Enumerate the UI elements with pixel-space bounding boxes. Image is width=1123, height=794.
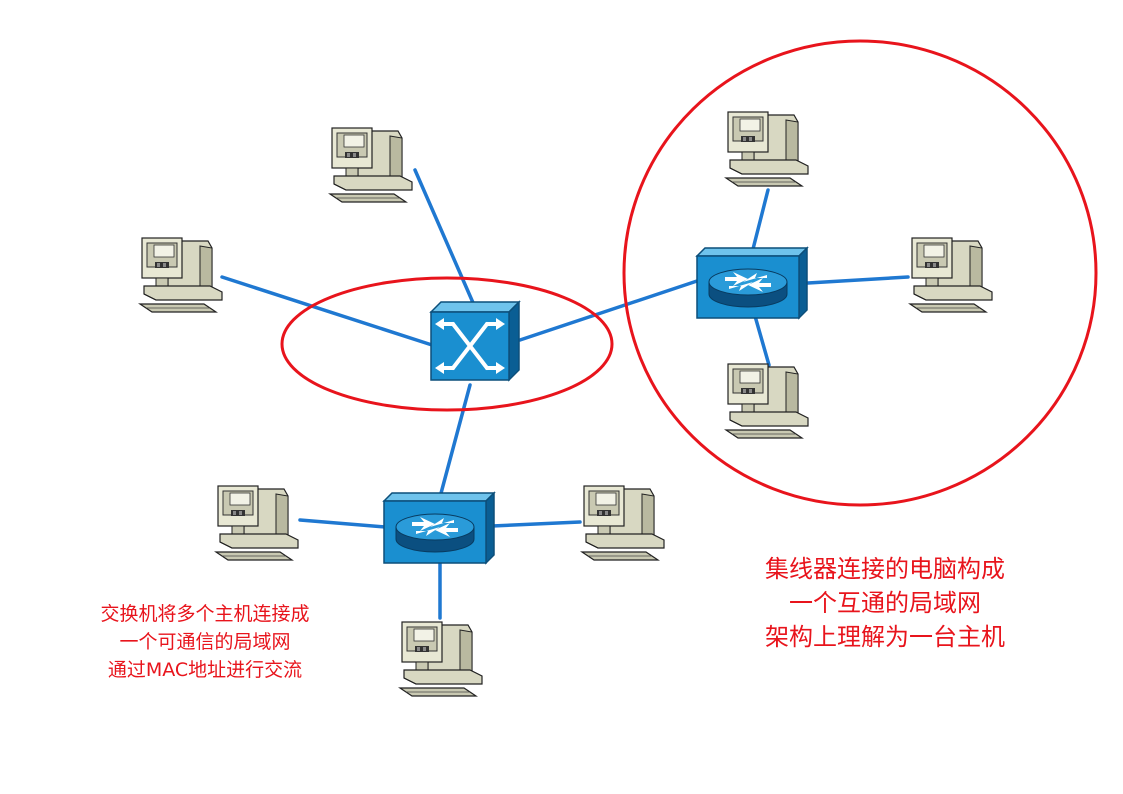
hub-annotation: 集线器连接的电脑构成 一个互通的局域网 架构上理解为一台主机 bbox=[720, 552, 1050, 654]
computer-icon bbox=[581, 485, 665, 561]
link-switch-hub-top bbox=[518, 278, 702, 342]
switch-annotation-line: 交换机将多个主机连接成 bbox=[100, 603, 310, 625]
link-hub-bottom-pc-left bbox=[298, 518, 387, 529]
switch-highlight-ellipse bbox=[280, 276, 614, 412]
hub-annotation-line: 架构上理解为一台主机 bbox=[765, 623, 1005, 651]
switch-annotation: 交换机将多个主机连接成 一个可通信的局域网 通过MAC地址进行交流 bbox=[60, 600, 350, 684]
hub-annotation-line: 集线器连接的电脑构成 bbox=[765, 555, 1005, 583]
link-switch-hub-bottom bbox=[438, 383, 472, 499]
switch-annotation-line: 一个可通信的局域网 bbox=[119, 631, 291, 653]
hub-annotation-line: 一个互通的局域网 bbox=[789, 589, 981, 617]
computer-icon bbox=[725, 363, 809, 439]
hub-icon bbox=[383, 492, 495, 564]
switch-annotation-line: 通过MAC地址进行交流 bbox=[107, 659, 303, 681]
link-switch-pc-left bbox=[220, 275, 434, 347]
links bbox=[220, 168, 910, 620]
hub-lan-highlight-circle bbox=[622, 39, 1098, 507]
computer-icon bbox=[215, 485, 299, 561]
link-switch-pc-top bbox=[413, 168, 476, 307]
computer-icon bbox=[725, 111, 809, 187]
link-hub-bottom-pc-right bbox=[490, 520, 582, 528]
link-hub-top-pc-right bbox=[806, 275, 910, 285]
switch-icon bbox=[429, 300, 521, 382]
link-hub-top-pc-top bbox=[750, 188, 770, 255]
computer-icon bbox=[329, 127, 413, 203]
computer-icon bbox=[909, 237, 993, 313]
link-hub-top-pc-bottom bbox=[753, 314, 771, 367]
computer-icon bbox=[139, 237, 223, 313]
computer-icon bbox=[399, 621, 483, 697]
hub-icon bbox=[696, 247, 808, 319]
